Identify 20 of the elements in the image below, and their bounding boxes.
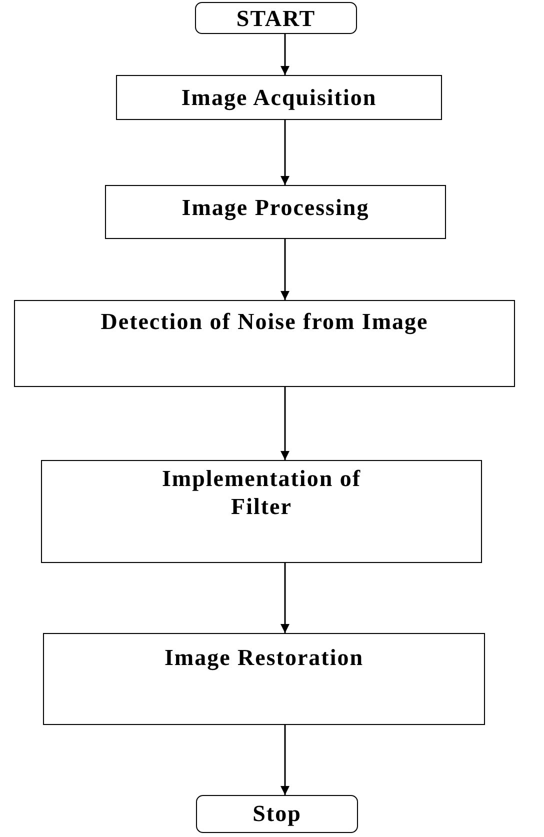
process-box xyxy=(14,300,515,387)
arrow xyxy=(280,34,290,75)
step-label: Image Acquisition xyxy=(181,84,377,112)
arrow xyxy=(280,725,290,795)
step-label: Image Processing xyxy=(182,194,370,222)
process-box xyxy=(116,75,442,120)
arrow xyxy=(280,239,290,300)
process-box xyxy=(41,460,482,563)
terminal-box xyxy=(195,2,357,34)
step-label: START xyxy=(236,5,316,33)
arrow xyxy=(280,120,290,185)
process-box xyxy=(43,633,485,725)
step-label: Implementation of Filter xyxy=(160,465,362,520)
step-label: Image Restoration xyxy=(164,644,364,672)
arrow xyxy=(280,387,290,460)
terminal-box xyxy=(196,795,358,833)
process-box xyxy=(105,185,446,239)
step-label: Detection of Noise from Image xyxy=(100,308,428,336)
step-label: Stop xyxy=(252,800,302,828)
arrow xyxy=(280,563,290,633)
